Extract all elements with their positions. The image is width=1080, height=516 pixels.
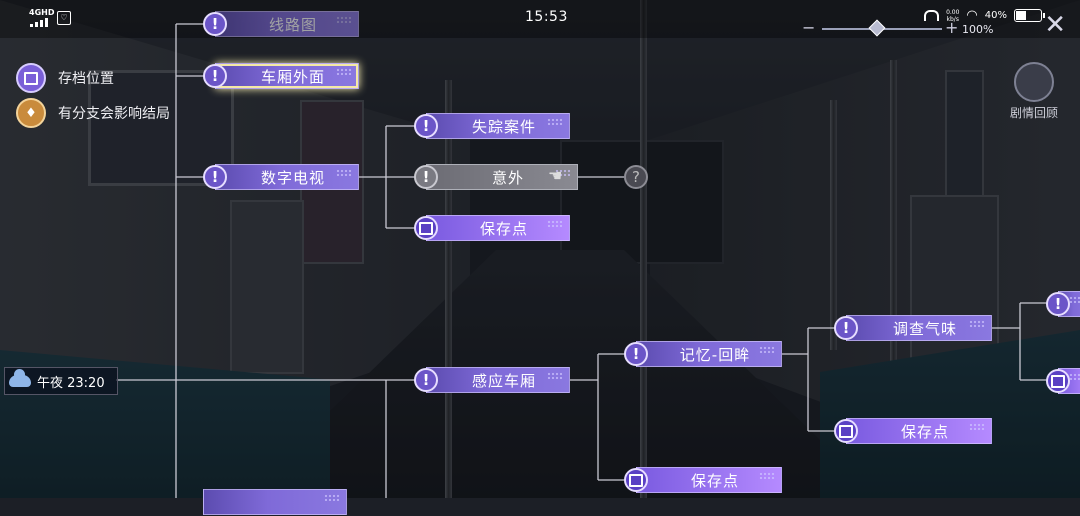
- save-point-icon: [414, 216, 438, 240]
- subway-background: [0, 0, 1080, 498]
- node-memory-look-back[interactable]: ! 记忆-回眸: [624, 340, 782, 368]
- legend-branch: ♦ 有分支会影响结局: [16, 98, 170, 128]
- node-offscreen-upper[interactable]: !: [1046, 290, 1080, 318]
- story-replay-button[interactable]: 剧情回顾: [1004, 62, 1064, 121]
- legend-save-label: 存档位置: [58, 71, 114, 87]
- night-cloud-icon: [9, 369, 31, 387]
- story-tree-connectors: [116, 23, 1048, 498]
- zoom-in-button[interactable]: +: [945, 18, 959, 37]
- exclaim-icon: !: [414, 165, 438, 189]
- node-save-point-1[interactable]: 保存点: [414, 214, 570, 242]
- save-point-icon: [624, 468, 648, 492]
- node-accident[interactable]: ! 意外: [414, 163, 578, 191]
- zoom-out-button[interactable]: −: [802, 18, 816, 37]
- exclaim-icon: !: [834, 316, 858, 340]
- exclaim-icon: !: [203, 165, 227, 189]
- exclaim-icon: !: [1046, 292, 1070, 316]
- exclaim-icon: !: [203, 12, 227, 36]
- node-sense-car[interactable]: ! 感应车厢: [414, 366, 570, 394]
- battery-icon: [1014, 9, 1045, 22]
- exclaim-icon: !: [414, 114, 438, 138]
- save-point-icon: [1046, 369, 1070, 393]
- node-route-map[interactable]: ! 线路图: [203, 10, 359, 38]
- save-point-icon: [834, 419, 858, 443]
- legend-save: 存档位置: [16, 63, 114, 93]
- battery-percent: 40%: [984, 10, 1007, 21]
- legend-branch-label: 有分支会影响结局: [58, 106, 170, 122]
- save-point-icon: [16, 63, 46, 93]
- signal-icon: [30, 18, 48, 27]
- exclaim-icon: !: [624, 342, 648, 366]
- exclaim-icon: !: [203, 64, 227, 88]
- node-digital-tv[interactable]: ! 数字电视: [203, 163, 359, 191]
- node-car-exterior[interactable]: ! 车厢外面: [203, 62, 359, 90]
- node-missing-case[interactable]: ! 失踪案件: [414, 112, 570, 140]
- in-game-time: 午夜 23:20: [4, 367, 118, 395]
- node-save-point-3[interactable]: 保存点: [834, 417, 992, 445]
- exclaim-icon: !: [414, 368, 438, 392]
- wifi-icon: ◠: [966, 8, 978, 23]
- node-offscreen-bottom[interactable]: [203, 488, 347, 516]
- clock-time: 15:53: [525, 9, 568, 25]
- pointer-hand-icon: ☚: [548, 166, 563, 185]
- replay-label: 剧情回顾: [1009, 106, 1058, 120]
- app-notification-icon: ♡: [57, 11, 71, 25]
- headphones-icon: [924, 10, 940, 21]
- node-offscreen-save[interactable]: [1046, 367, 1080, 395]
- node-investigate-smell[interactable]: ! 调查气味: [834, 314, 992, 342]
- locked-node-question-icon[interactable]: ?: [624, 165, 648, 189]
- replay-icon: [1014, 62, 1054, 102]
- close-icon[interactable]: ✕: [1044, 10, 1066, 40]
- zoom-slider[interactable]: − + 100%: [800, 14, 993, 40]
- branch-icon: ♦: [16, 98, 46, 128]
- node-save-point-2[interactable]: 保存点: [624, 466, 782, 494]
- zoom-percent: 100%: [962, 23, 994, 36]
- network-indicator: 4GHD: [29, 8, 55, 17]
